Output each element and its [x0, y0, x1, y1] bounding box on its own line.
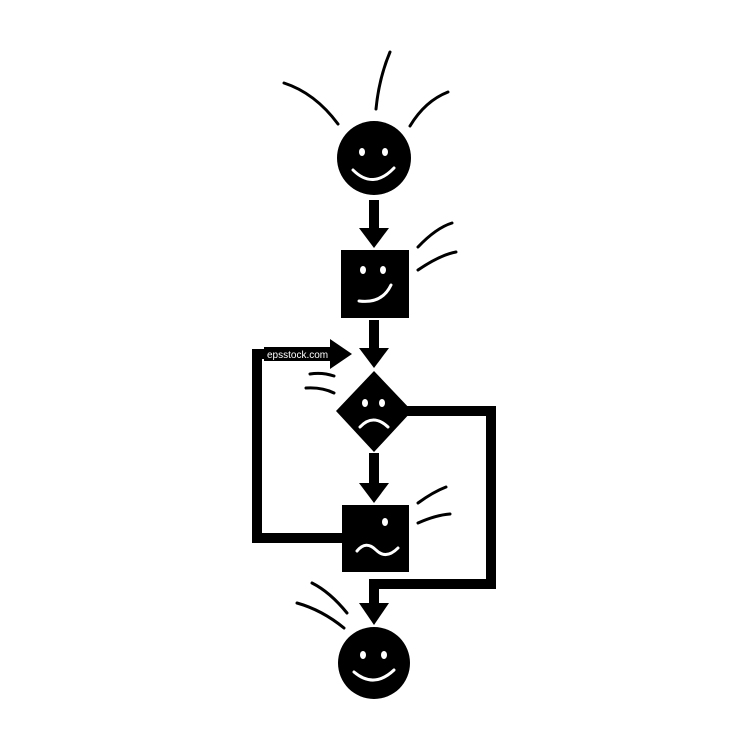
- process-2-node-confused-face-icon: [342, 485, 452, 572]
- decision-node-frowning-face-icon: [304, 371, 412, 452]
- process-1-node-square-face-icon: [341, 221, 458, 318]
- end-node-smiley-face-icon: [295, 581, 410, 699]
- edge-start-to-process-1: [359, 200, 389, 248]
- edge-process-1-to-decision: [359, 320, 389, 368]
- start-node-smiley-face-icon: [282, 50, 450, 195]
- watermark-text: epsstock.com: [267, 350, 328, 361]
- watermark-label: epsstock.com: [264, 347, 332, 361]
- edge-decision-bypass-to-end: [359, 406, 496, 625]
- edge-loop-process-2-to-decision: [252, 339, 352, 543]
- edge-decision-to-process-2: [359, 453, 389, 503]
